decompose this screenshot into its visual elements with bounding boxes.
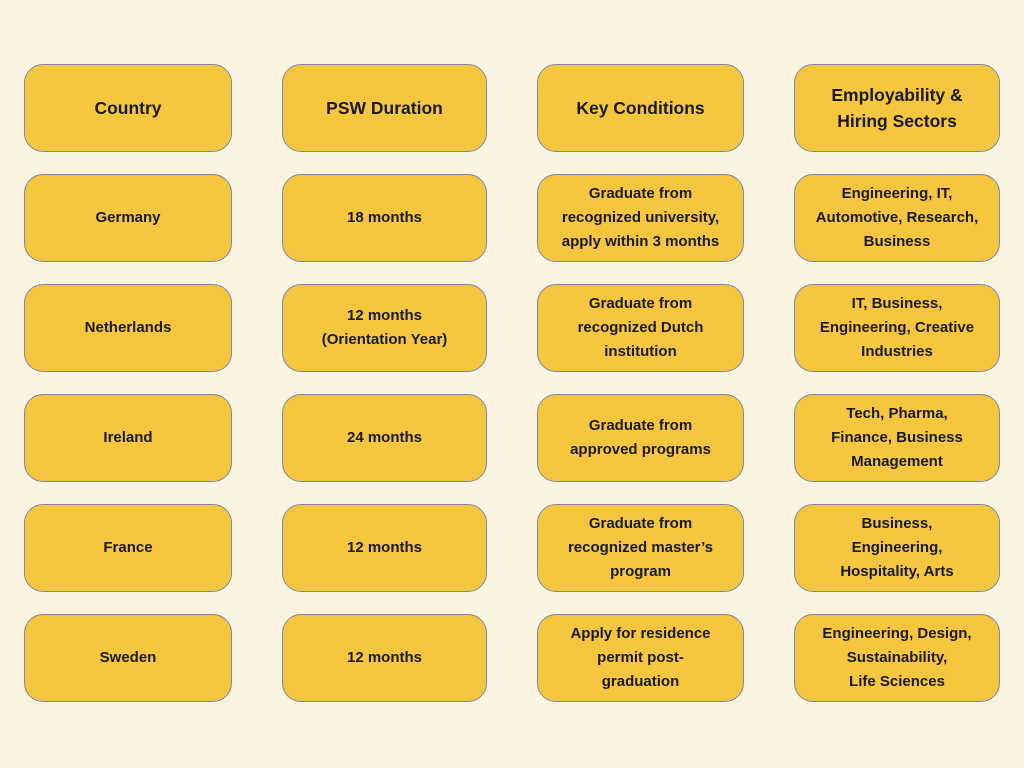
tile-netherlands-sectors: IT, Business, Engineering, Creative Indu… [794, 284, 1000, 372]
tile-france-country: France [24, 504, 232, 592]
tile-label: Sweden [99, 649, 157, 667]
tile-label: 18 months [346, 209, 422, 227]
tile-netherlands-conditions: Graduate from recognized Dutch instituti… [537, 284, 744, 372]
header-tile-employability-sectors: Employability & Hiring Sectors [794, 64, 1000, 152]
tile-sweden-sectors: Engineering, Design, Sustainability, Lif… [794, 614, 1000, 702]
header-tile-key-conditions: Key Conditions [537, 64, 744, 152]
tile-sweden-duration: 12 months [282, 614, 487, 702]
tile-label: Engineering, IT, Automotive, Research, B… [815, 185, 979, 250]
tile-label: Apply for residence permit post- graduat… [570, 625, 711, 690]
tile-germany-country: Germany [24, 174, 232, 262]
header-label-country: Country [94, 97, 162, 118]
header-label-key-conditions: Key Conditions [576, 97, 705, 118]
tile-ireland-country: Ireland [24, 394, 232, 482]
tile-germany-duration: 18 months [282, 174, 487, 262]
tile-sweden-conditions: Apply for residence permit post- graduat… [537, 614, 744, 702]
tile-label: 24 months [346, 429, 422, 447]
psw-comparison-table: Country PSW Duration Key Conditions Empl… [24, 64, 1000, 702]
tile-france-sectors: Business, Engineering, Hospitality, Arts [794, 504, 1000, 592]
tile-label: France [103, 539, 153, 557]
tile-label: Engineering, Design, Sustainability, Lif… [822, 625, 972, 690]
tile-ireland-sectors: Tech, Pharma, Finance, Business Manageme… [794, 394, 1000, 482]
tile-label: Netherlands [84, 319, 172, 337]
tile-label: Business, Engineering, Hospitality, Arts [840, 515, 954, 580]
tile-label: IT, Business, Engineering, Creative Indu… [819, 295, 975, 360]
tile-label: 12 months [346, 649, 422, 667]
header-tile-psw-duration: PSW Duration [282, 64, 487, 152]
tile-label: Tech, Pharma, Finance, Business Manageme… [831, 405, 963, 470]
header-tile-country: Country [24, 64, 232, 152]
tile-label: Graduate from recognized university, app… [561, 185, 720, 250]
tile-label: Graduate from approved programs [570, 417, 711, 458]
tile-sweden-country: Sweden [24, 614, 232, 702]
tile-label: Graduate from recognized Dutch instituti… [577, 295, 704, 360]
header-label-psw-duration: PSW Duration [326, 97, 443, 118]
tile-ireland-duration: 24 months [282, 394, 487, 482]
tile-label: Germany [95, 209, 161, 227]
tile-germany-sectors: Engineering, IT, Automotive, Research, B… [794, 174, 1000, 262]
tile-germany-conditions: Graduate from recognized university, app… [537, 174, 744, 262]
tile-ireland-conditions: Graduate from approved programs [537, 394, 744, 482]
tile-france-conditions: Graduate from recognized master’s progra… [537, 504, 744, 592]
tile-label: Ireland [103, 429, 153, 447]
tile-label: Graduate from recognized master’s progra… [567, 515, 714, 580]
tile-netherlands-country: Netherlands [24, 284, 232, 372]
tile-france-duration: 12 months [282, 504, 487, 592]
tile-label: 12 months [346, 539, 422, 557]
tile-label: 12 months (Orientation Year) [321, 307, 448, 348]
header-label-employability-sectors: Employability & Hiring Sectors [831, 84, 963, 131]
tile-netherlands-duration: 12 months (Orientation Year) [282, 284, 487, 372]
